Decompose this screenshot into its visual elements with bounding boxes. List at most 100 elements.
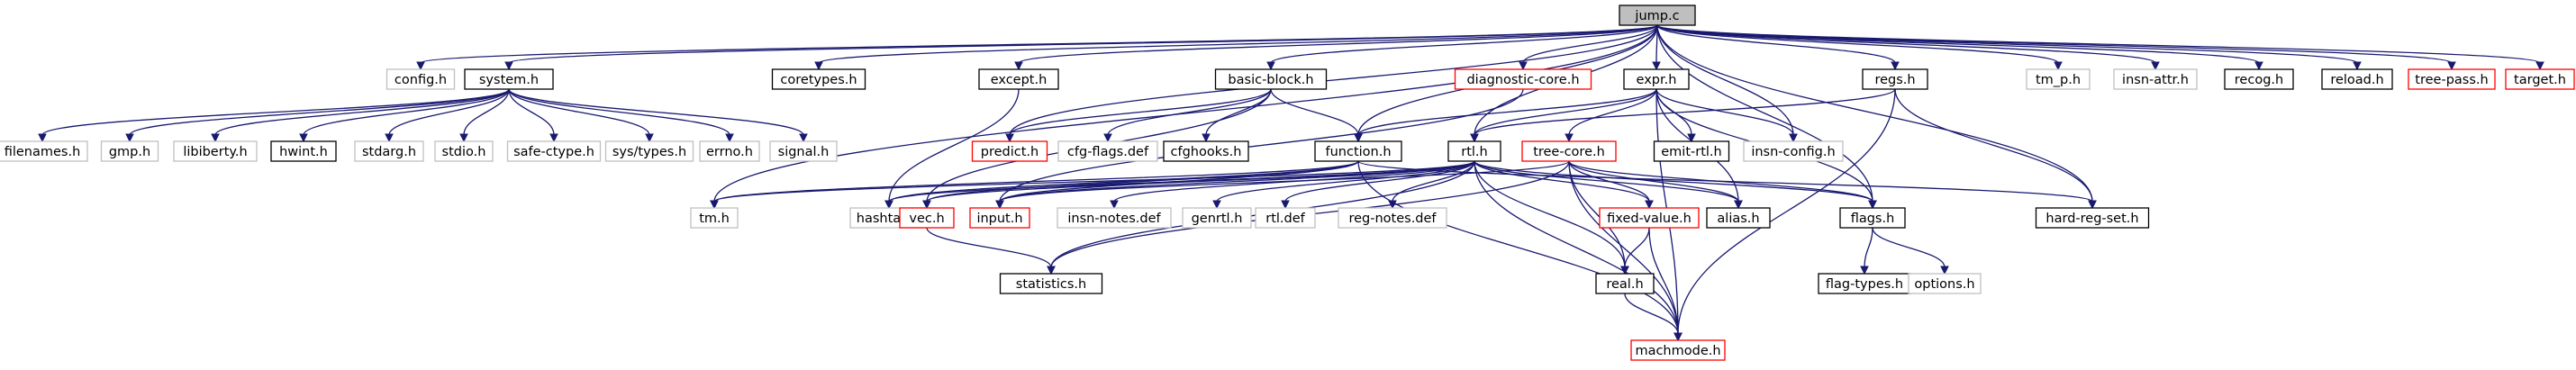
edge-function-h-to-tm-h — [710, 160, 1359, 210]
node-label-cfg-flags-def: cfg-flags.def — [1067, 145, 1149, 159]
node-label-alias-h: alias.h — [1717, 212, 1759, 226]
node-target-h[interactable]: target.h — [2505, 68, 2575, 90]
node-tree-core-h[interactable]: tree-core.h — [1521, 140, 1617, 162]
node-label-input-h: input.h — [976, 212, 1022, 226]
node-signal-h: signal.h — [769, 140, 838, 162]
node-real-h[interactable]: real.h — [1595, 273, 1655, 294]
node-insn-config-h: insn-config.h — [1743, 140, 1844, 162]
node-label-flags-h: flags.h — [1851, 212, 1895, 226]
edge-tree-core-h-to-input-h — [995, 160, 1570, 210]
node-box-insn-notes-def — [1057, 207, 1172, 229]
node-stdio-h: stdio.h — [434, 140, 494, 162]
edge-rtl-h-to-fixed-value-h — [1474, 160, 1654, 210]
node-label-safe-ctype-h: safe-ctype.h — [513, 145, 594, 159]
edge-expr-h-to-tree-core-h — [1565, 88, 1657, 143]
node-label-options-h: options.h — [1914, 277, 1974, 292]
node-box-system-h — [464, 68, 554, 90]
edge-system-h-to-signal-h — [508, 88, 808, 143]
node-regs-h[interactable]: regs.h — [1862, 68, 1928, 90]
node-box-vec-h — [899, 207, 955, 229]
edge-jump-c-to-tm-p-h — [1656, 24, 2063, 71]
node-box-tm-p-h — [2026, 68, 2091, 90]
node-label-cfghooks-h: cfghooks.h — [1171, 145, 1242, 159]
node-label-genrtl-h: genrtl.h — [1192, 212, 1243, 226]
node-gmp-h: gmp.h — [100, 140, 159, 162]
node-fixed-value-h[interactable]: fixed-value.h — [1599, 207, 1700, 229]
node-cfghooks-h[interactable]: cfghooks.h — [1163, 140, 1249, 162]
edge-jump-c-to-diagnostic-core-h — [1519, 24, 1658, 71]
node-flag-types-h[interactable]: flag-types.h — [1818, 273, 1911, 294]
node-basic-block-h[interactable]: basic-block.h — [1214, 68, 1328, 90]
node-alias-h[interactable]: alias.h — [1706, 207, 1771, 229]
node-reg-notes-def: reg-notes.def — [1338, 207, 1447, 229]
node-label-emit-rtl-h: emit-rtl.h — [1661, 145, 1721, 159]
node-label-statistics-h: statistics.h — [1016, 277, 1086, 292]
node-hwint-h[interactable]: hwint.h — [270, 140, 337, 162]
node-emit-rtl-h[interactable]: emit-rtl.h — [1653, 140, 1730, 162]
node-function-h[interactable]: function.h — [1314, 140, 1402, 162]
node-box-rtl-def — [1255, 207, 1316, 229]
node-insn-attr-h: insn-attr.h — [2113, 68, 2198, 90]
edge-system-h-to-hwint-h — [299, 88, 510, 143]
edge-rtl-h-to-tm-h — [710, 160, 1475, 210]
node-input-h[interactable]: input.h — [969, 207, 1030, 229]
node-rtl-h[interactable]: rtl.h — [1447, 140, 1501, 162]
node-predict-h[interactable]: predict.h — [971, 140, 1048, 162]
node-coretypes-h[interactable]: coretypes.h — [771, 68, 866, 90]
node-expr-h[interactable]: expr.h — [1623, 68, 1690, 90]
edge-system-h-to-sys-types-h — [508, 88, 654, 143]
node-label-system-h: system.h — [479, 73, 539, 87]
node-machmode-h[interactable]: machmode.h — [1630, 339, 1726, 361]
node-box-rtl-h — [1447, 140, 1501, 162]
edge-system-h-to-libiberty-h — [211, 88, 510, 143]
node-label-basic-block-h: basic-block.h — [1228, 73, 1313, 87]
node-vec-h[interactable]: vec.h — [899, 207, 955, 229]
node-flags-h[interactable]: flags.h — [1839, 207, 1906, 229]
edge-tree-core-h-to-alias-h — [1568, 160, 1743, 210]
edge-jump-c-to-system-h — [504, 24, 1658, 71]
node-box-tm-h — [690, 207, 739, 229]
node-system-h[interactable]: system.h — [464, 68, 554, 90]
node-box-expr-h — [1623, 68, 1690, 90]
edge-system-h-to-stdio-h — [459, 88, 510, 143]
edge-system-h-to-safe-ctype-h — [508, 88, 558, 143]
edge-rtl-h-to-genrtl-h — [1212, 160, 1475, 210]
node-box-statistics-h — [999, 273, 1103, 294]
node-box-real-h — [1595, 273, 1655, 294]
node-box-alias-h — [1706, 207, 1771, 229]
node-recog-h[interactable]: recog.h — [2224, 68, 2294, 90]
edge-basic-block-h-to-cfg-flags-def — [1103, 88, 1272, 143]
node-tree-pass-h[interactable]: tree-pass.h — [2408, 68, 2496, 90]
node-tm-h: tm.h — [690, 207, 739, 229]
edge-tree-core-h-to-fixed-value-h — [1568, 160, 1654, 210]
node-reload-h[interactable]: reload.h — [2321, 68, 2393, 90]
node-diagnostic-core-h[interactable]: diagnostic-core.h — [1454, 68, 1592, 90]
node-label-machmode-h: machmode.h — [1635, 344, 1720, 358]
node-cfg-flags-def: cfg-flags.def — [1057, 140, 1158, 162]
node-label-real-h: real.h — [1606, 277, 1643, 292]
node-box-reload-h — [2321, 68, 2393, 90]
edge-basic-block-h-to-predict-h — [1005, 88, 1272, 143]
node-sys-types-h: sys/types.h — [604, 140, 694, 162]
node-label-vec-h: vec.h — [909, 212, 944, 226]
edge-system-h-to-stdarg-h — [385, 88, 510, 143]
node-box-flags-h — [1839, 207, 1906, 229]
edge-rtl-h-to-alias-h — [1474, 160, 1743, 210]
node-label-gmp-h: gmp.h — [109, 145, 150, 159]
node-statistics-h[interactable]: statistics.h — [999, 273, 1103, 294]
node-box-signal-h — [769, 140, 838, 162]
node-jump-c: jump.c — [1619, 5, 1696, 26]
node-box-genrtl-h — [1182, 207, 1252, 229]
node-label-errno-h: errno.h — [706, 145, 753, 159]
node-box-machmode-h — [1630, 339, 1726, 361]
node-errno-h: errno.h — [699, 140, 760, 162]
node-label-insn-attr-h: insn-attr.h — [2122, 73, 2189, 87]
node-hard-reg-set-h[interactable]: hard-reg-set.h — [2035, 207, 2150, 229]
node-except-h[interactable]: except.h — [978, 68, 1059, 90]
node-label-flag-types-h: flag-types.h — [1826, 277, 1903, 292]
node-box-insn-config-h — [1743, 140, 1844, 162]
edge-flags-h-to-options-h — [1872, 227, 1949, 275]
edge-vec-h-to-statistics-h — [926, 227, 1056, 275]
node-label-tm-h: tm.h — [699, 212, 730, 226]
edge-expr-h-to-emit-rtl-h — [1655, 88, 1696, 143]
